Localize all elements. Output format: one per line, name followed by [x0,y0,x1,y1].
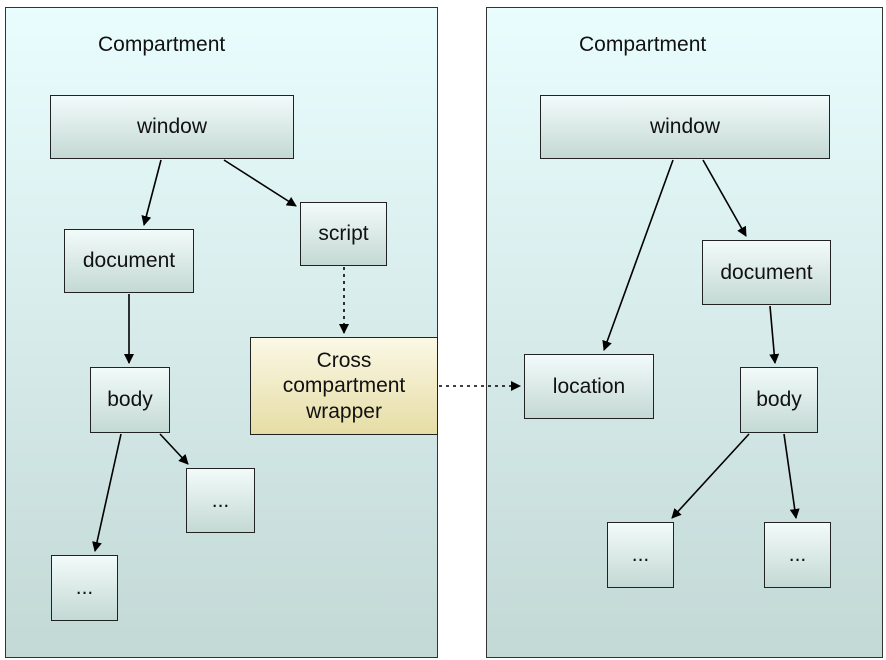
wrapper-line-1: Cross [316,349,372,373]
right-document-node: document [702,240,831,305]
right-compartment-title: Compartment [579,33,707,56]
left-compartment-title: Compartment [98,33,226,56]
left-script-node: script [300,202,387,266]
left-window-node: window [50,95,294,159]
cross-compartment-wrapper-node: Cross compartment wrapper [250,337,438,435]
right-location-node: location [524,354,654,419]
right-window-node: window [540,95,830,159]
left-child-node-right: ... [186,468,255,533]
left-body-node: body [90,367,170,433]
wrapper-line-2: compartment [282,374,406,398]
right-child-node-left: ... [607,522,674,588]
left-document-node: document [64,229,194,293]
right-child-node-right: ... [764,522,831,588]
left-child-node-bottom: ... [51,555,118,621]
right-body-node: body [740,367,818,433]
wrapper-line-3: wrapper [306,399,382,423]
